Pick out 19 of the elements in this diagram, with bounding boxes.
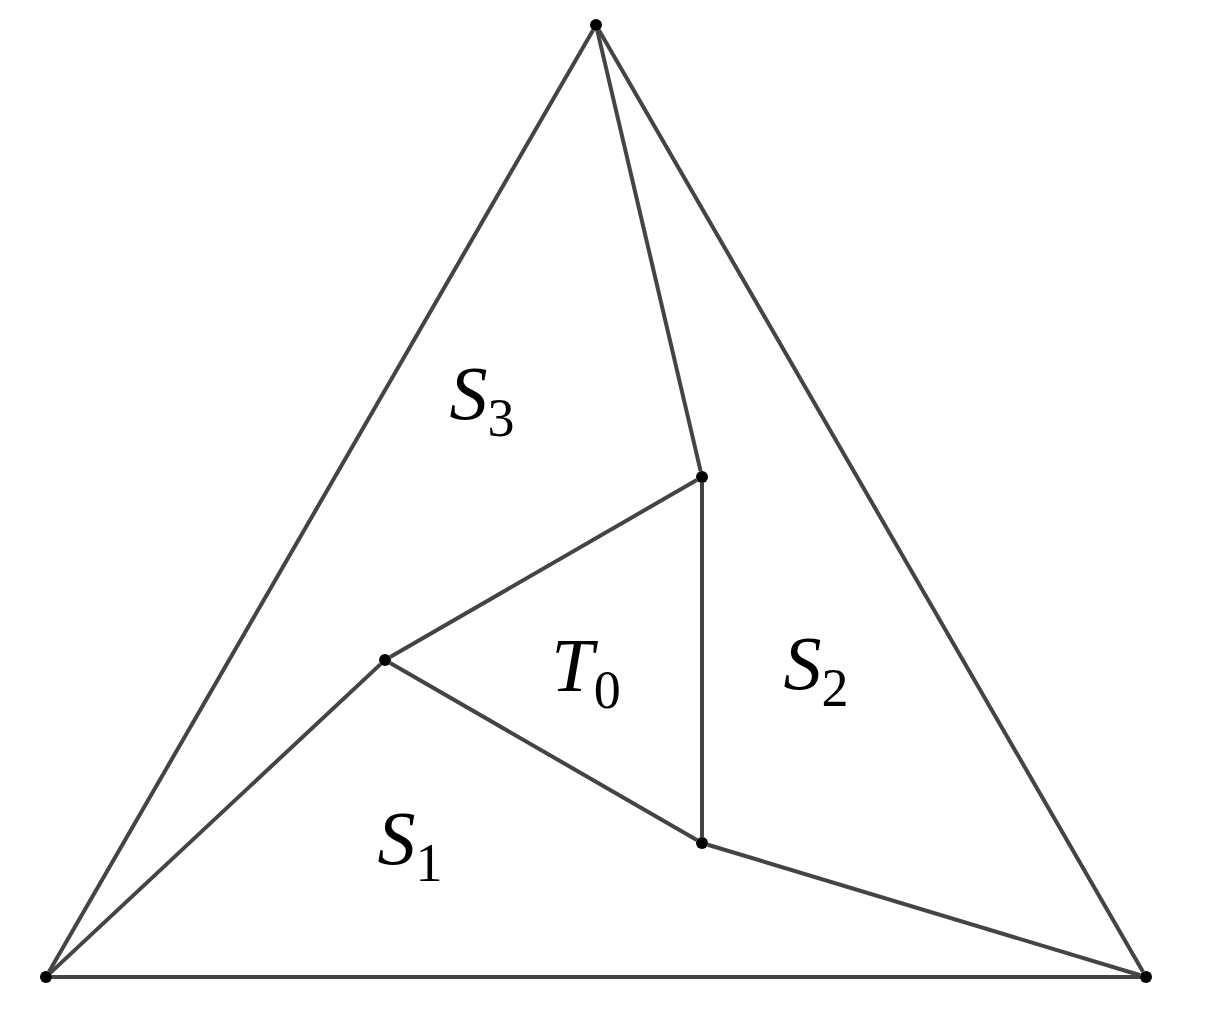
line-segment bbox=[597, 29, 1145, 973]
line-segment bbox=[47, 29, 595, 973]
vertex-dot bbox=[590, 19, 602, 31]
region-label: S$_{3}$ bbox=[449, 355, 515, 445]
vertex-dot bbox=[40, 971, 52, 983]
line-segment bbox=[595, 30, 703, 472]
region-label: S$_{2}$ bbox=[783, 625, 849, 715]
region-label: T$_{0}$ bbox=[551, 627, 621, 717]
vertex-dot bbox=[379, 654, 391, 666]
line-segment bbox=[389, 478, 698, 659]
vertex-dot bbox=[1140, 971, 1152, 983]
line-segment bbox=[700, 483, 704, 837]
line-segment bbox=[49, 662, 382, 975]
vertex-dot bbox=[696, 837, 708, 849]
line-segment bbox=[707, 842, 1141, 978]
vertex-dot bbox=[696, 471, 708, 483]
line-segment bbox=[389, 661, 698, 842]
line-segment bbox=[52, 975, 1140, 979]
region-label: S$_{1}$ bbox=[377, 800, 443, 890]
